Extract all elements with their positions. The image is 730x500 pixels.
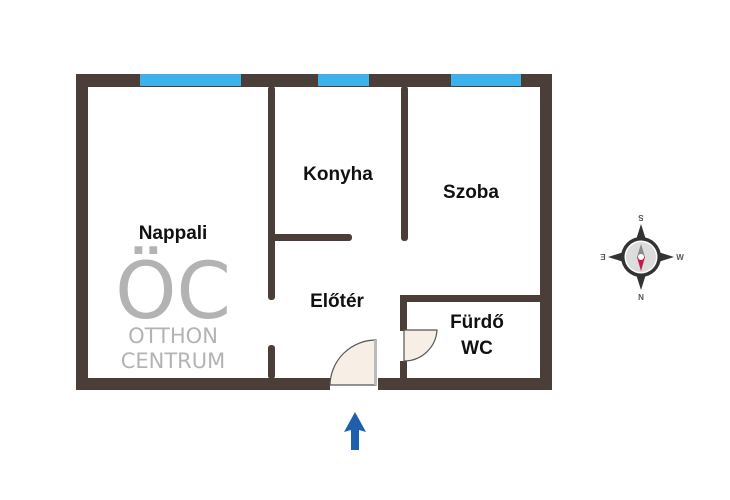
wall-nappali-konyha [268,86,275,300]
watermark-logo-mark: ÖC [115,246,231,337]
watermark-line1: OTTHON [128,324,218,348]
wall-bottom-left [76,378,330,390]
walls [76,74,552,390]
room-label-wc: WC [461,338,493,359]
compass-label-bottom: N [638,293,644,302]
wall-konyha-szoba [401,86,408,241]
wall-furdo-left-bottom [400,361,407,381]
entrance-arrow-icon [344,412,366,450]
room-label-nappali: Nappali [139,223,208,244]
wall-left [76,74,88,390]
room-label-furdo: Fürdő [450,312,504,333]
room-label-eloter: Előtér [310,291,364,312]
window-nappali [140,74,241,86]
wall-konyha-eloter [272,234,352,241]
compass-icon: S N E W [600,213,685,302]
watermark-logo: ÖC OTTHON CENTRUM [115,246,231,373]
window-konyha [318,74,369,86]
bathroom-door [403,329,438,362]
wall-szoba-furdo [400,295,545,302]
compass-label-left: E [600,252,606,261]
wall-bottom-right [378,378,552,390]
compass-label-right: W [676,253,684,262]
wall-nappali-eloter [268,345,275,379]
window-szoba [451,74,521,86]
room-label-szoba: Szoba [443,182,499,203]
wall-furdo-left-top [400,295,407,331]
compass-label-top: S [638,213,644,222]
entrance-door [329,339,377,386]
watermark-line2: CENTRUM [121,349,226,373]
room-label-konyha: Konyha [303,164,373,185]
wall-right [540,74,552,390]
windows [140,74,521,86]
